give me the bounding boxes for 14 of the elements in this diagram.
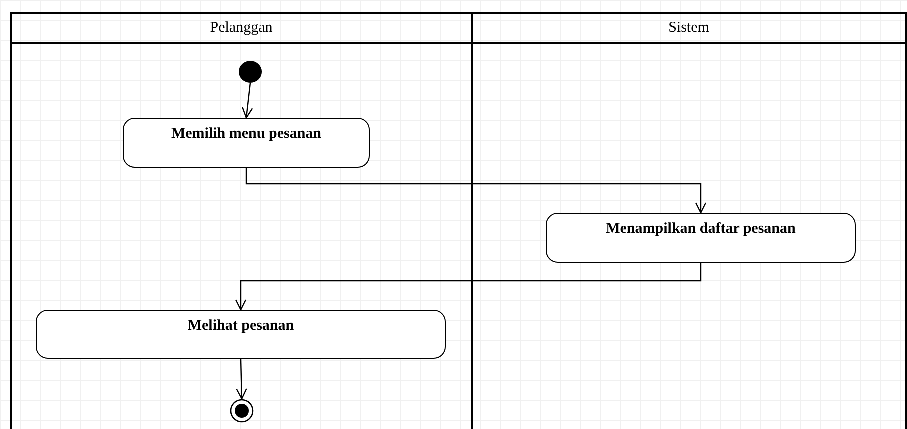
swimlane (10, 12, 473, 429)
activity-box (123, 118, 370, 168)
arrow (246, 168, 707, 214)
activity-box (36, 310, 446, 359)
swimlane (471, 12, 907, 429)
arrow (236, 358, 248, 400)
lane-header: Pelanggan (12, 14, 471, 44)
activity-label: Memilih menu pesanan (171, 126, 322, 142)
activity-label: Melihat pesanan (188, 318, 294, 334)
lane-header: Sistem (473, 14, 905, 44)
activity-box (546, 213, 856, 263)
arrow (235, 263, 702, 311)
activity-label: Menampilkan daftar pesanan (606, 221, 796, 237)
arrow (242, 82, 254, 119)
